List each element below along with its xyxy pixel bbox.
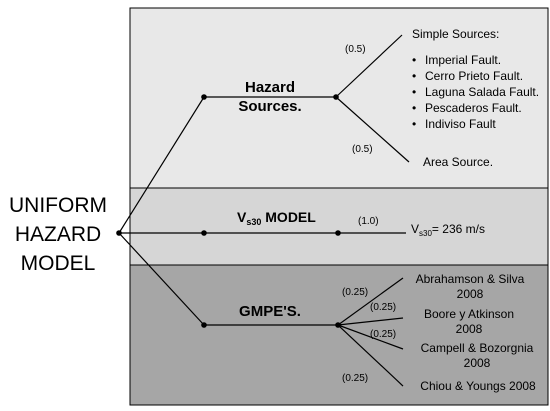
fault-bullet: •: [412, 53, 416, 67]
vs30-split-node: [335, 230, 341, 236]
hazard-node: [201, 94, 207, 100]
vs30-value: Vs30= 236 m/s: [411, 222, 485, 238]
fault-bullet: •: [412, 85, 416, 99]
fault-bullet: •: [412, 69, 416, 83]
hazard-panel: [129, 7, 549, 189]
hazard-label-line2: Sources.: [238, 98, 301, 115]
vs30-panel: [129, 187, 549, 266]
hazard-branch-weight: (0.5): [345, 44, 366, 55]
fault-item: Cerro Prieto Fault.: [425, 69, 523, 83]
gmpe-model-line1: Chiou & Youngs 2008: [420, 379, 536, 393]
hazard-branch-label: Area Source.: [423, 155, 493, 169]
vs30-label: Vs30 MODEL: [237, 209, 316, 227]
gmpe-branch-weight: (0.25): [370, 302, 396, 313]
gmpe-split-node: [335, 322, 341, 328]
gmpe-model-line2: 2008: [456, 322, 483, 336]
gmpe-model-line1: Boore y Atkinson: [424, 307, 514, 321]
root-label-line3: MODEL: [21, 252, 96, 275]
gmpe-branch-weight: (0.25): [370, 329, 396, 340]
vs30-node: [201, 230, 207, 236]
fault-item: Imperial Fault.: [425, 53, 501, 67]
hazard-branch-label: Simple Sources:: [412, 27, 499, 41]
gmpe-model-line1: Abrahamson & Silva: [416, 272, 525, 286]
root-label-line2: HAZARD: [15, 223, 101, 246]
fault-bullet: •: [412, 101, 416, 115]
root-node: [116, 230, 122, 236]
fault-item: Indiviso Fault: [425, 117, 496, 131]
vs30-branch-weight: (1.0): [358, 216, 379, 227]
fault-item: Pescaderos Fault.: [425, 101, 522, 115]
gmpe-models: Abrahamson & Silva 2008 Boore y Atkinson…: [416, 272, 536, 393]
fault-list: • Imperial Fault. • Cerro Prieto Fault. …: [412, 53, 539, 131]
gmpe-label: GMPE'S.: [239, 303, 301, 320]
gmpe-model-line2: 2008: [464, 356, 491, 370]
gmpe-branch-weight: (0.25): [342, 287, 368, 298]
fault-item: Laguna Salada Fault.: [425, 85, 539, 99]
gmpe-branch-weight: (0.25): [342, 373, 368, 384]
fault-bullet: •: [412, 117, 416, 131]
tree-connectors: [118, 34, 410, 387]
hazard-split-node: [333, 94, 339, 100]
hazard-branch-weight: (0.5): [352, 144, 373, 155]
gmpe-model-line2: 2008: [457, 287, 484, 301]
hazard-label-line1: Hazard: [245, 79, 295, 96]
gmpe-model-line1: Campell & Bozorgnia: [421, 341, 534, 355]
gmpe-panel: [129, 264, 549, 406]
root-label-line1: UNIFORM: [9, 194, 107, 217]
gmpe-node: [201, 322, 207, 328]
